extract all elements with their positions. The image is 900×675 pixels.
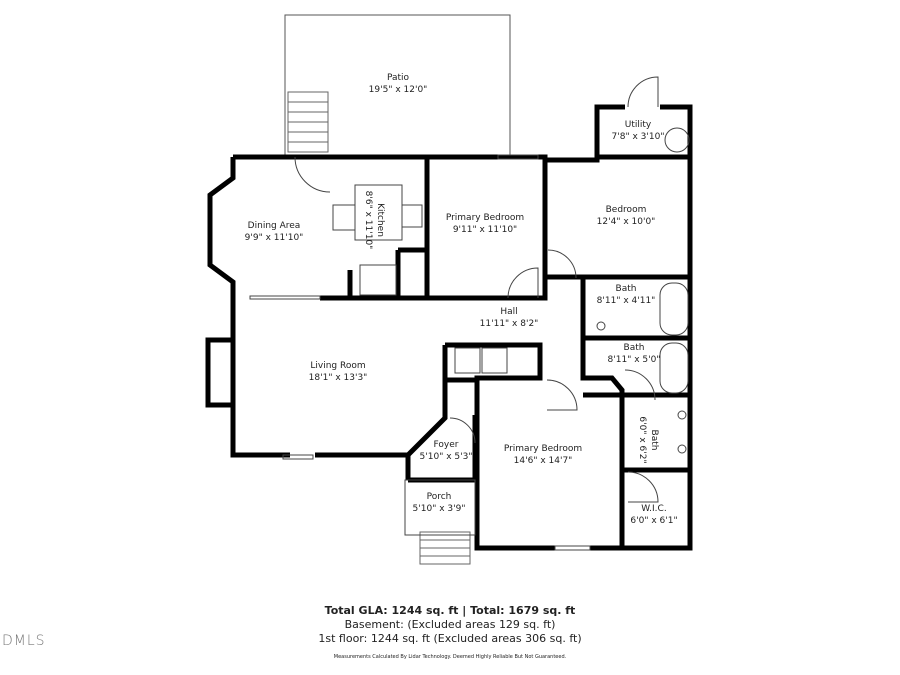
room-name: Primary Bedroom [445,213,525,223]
room-bedroom: Bedroom 12'4" x 10'0" [597,204,656,228]
walls [205,104,693,551]
patio-outline [284,14,511,157]
room-size: 9'9" x 11'10" [244,233,304,243]
room-size: 19'5" x 12'0" [368,85,428,95]
room-dining-area: Dining Area 9'9" x 11'10" [245,220,304,244]
room-size: 8'11" x 5'0" [607,355,661,365]
basement-area: Basement: (Excluded areas 129 sq. ft) [344,618,556,631]
room-primary-bedroom-upper: Primary Bedroom 9'11" x 11'10" [446,212,524,236]
room-name: Bedroom [605,205,647,215]
room-patio: Patio 19'5" x 12'0" [369,72,428,96]
room-name: Foyer [433,440,459,450]
disclaimer: Measurements Calculated By Lidar Technol… [333,654,567,660]
total-area: Total GLA: 1244 sq. ft | Total: 1679 sq.… [324,604,576,617]
room-foyer: Foyer 5'10" x 5'3" [420,439,473,463]
room-size: 8'11" x 4'11" [596,296,656,306]
room-name: Dining Area [247,221,301,231]
room-size: 14'6" x 14'7" [513,456,573,466]
room-wic: W.I.C. 6'0" x 6'1" [630,503,677,527]
room-name: Bath [623,343,645,353]
room-size: 5'10" x 3'9" [412,504,466,514]
room-name: Bath [615,284,637,294]
room-size: 6'0" x 6'2" [637,416,647,464]
room-size: 5'10" x 5'3" [419,452,473,462]
room-name: W.I.C. [641,504,667,514]
room-hall: Hall 11'11" x 8'2" [480,306,539,330]
logo: DMLS [2,633,46,649]
room-porch: Porch 5'10" x 3'9" [413,491,466,515]
room-primary-bedroom: Primary Bedroom 14'6" x 14'7" [504,443,582,467]
room-name: Primary Bedroom [503,444,583,454]
fixtures [249,76,690,551]
room-utility: Utility 7'8" x 3'10" [612,119,665,143]
room-living-room: Living Room 18'1" x 13'3" [309,360,368,384]
stairs [287,91,471,565]
room-bath-2: Bath 8'11" x 5'0" [608,342,661,366]
room-size: 6'0" x 6'1" [630,516,678,526]
room-size: 18'1" x 13'3" [308,373,368,383]
room-name: Hall [500,307,518,317]
room-name: Utility [624,120,652,130]
room-name: Living Room [310,361,366,371]
room-size: 11'11" x 8'2" [479,319,539,329]
first-floor-area: 1st floor: 1244 sq. ft (Excluded areas 3… [318,632,582,645]
room-bath-1: Bath 8'11" x 4'11" [597,283,656,307]
room-size: 12'4" x 10'0" [596,217,656,227]
room-size: 9'11" x 11'10" [452,225,518,235]
room-name: Patio [386,73,410,83]
room-size: 7'8" x 3'10" [611,132,665,142]
room-name: Porch [426,492,452,502]
room-name: Kitchen [375,203,385,237]
room-size: 8'6" x 11'10" [363,190,373,250]
room-name: Bath [649,429,659,451]
